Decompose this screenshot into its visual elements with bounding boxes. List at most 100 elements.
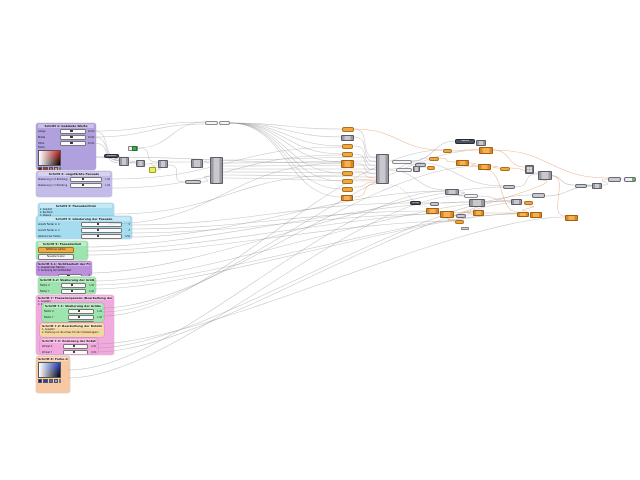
slider-grip[interactable] [70,130,73,133]
slider-track[interactable] [67,315,94,320]
gh-pillw-component[interactable] [392,160,412,164]
gh-block-component[interactable] [158,160,168,168]
slider-grip[interactable] [70,142,73,145]
slider-track[interactable] [81,222,122,227]
colour-swatch[interactable] [38,167,43,170]
colour-gradient[interactable] [38,362,61,378]
gh-block-component[interactable] [341,135,354,141]
gh-block-component[interactable] [445,189,459,195]
gh-orange-component[interactable] [479,147,493,154]
slider-track[interactable] [81,228,122,233]
gh-block-component[interactable] [469,199,485,207]
gh-orangepill-component[interactable] [342,144,353,149]
gh-block-component[interactable] [210,157,223,184]
gh-pill-component[interactable] [532,193,545,198]
gh-pill-component[interactable] [430,202,439,206]
group-box[interactable]: Schritt 6.1: Sichtbarkeit der Flächen1. … [36,261,92,276]
group-box[interactable]: Schritt 8: Farbe der Fassade [36,356,70,393]
gh-dark-component[interactable]: Fassade [455,139,475,144]
gh-orange-component[interactable] [341,195,353,201]
gh-square-component[interactable] [525,165,534,174]
gh-orangepill-component[interactable] [500,167,510,171]
colour-swatch[interactable] [48,167,53,170]
colour-swatch[interactable] [43,167,48,170]
gh-orangepill-component[interactable] [342,171,353,176]
slider-track[interactable] [67,309,94,314]
slider-grip[interactable] [77,316,81,319]
colour-picker[interactable] [38,150,61,170]
gh-orangepill-component[interactable] [342,152,353,157]
gh-block-component[interactable] [538,171,552,180]
slider-grip[interactable] [77,310,81,313]
number-slider[interactable]: Faktor Z1.00 [44,321,102,322]
gh-orange-component[interactable] [456,160,469,166]
slider-track[interactable] [69,177,102,182]
gh-pillw-component[interactable] [464,194,478,198]
gh-block-component[interactable] [191,159,203,168]
number-slider[interactable]: 0 [38,273,90,276]
gh-pillw-component[interactable] [205,121,218,125]
gh-orange-component[interactable] [478,164,491,170]
gh-pill-component[interactable] [185,180,201,184]
slider-grip[interactable] [70,284,74,287]
gh-tag-component[interactable] [461,227,469,230]
gh-orange-component[interactable] [565,215,578,221]
gh-block-component[interactable] [376,154,389,184]
gh-orangepill-component[interactable] [443,149,452,153]
colour-swatch[interactable] [53,167,59,170]
gh-pill-component[interactable] [608,177,621,182]
gh-toggle-component[interactable] [128,146,138,151]
slider-grip[interactable] [70,136,73,139]
colour-swatch[interactable] [38,378,43,384]
slider-track[interactable] [61,283,86,288]
slider-grip[interactable] [67,274,70,276]
gh-pill-component[interactable] [456,214,466,218]
gh-yellow-component[interactable] [149,167,156,173]
slider-track[interactable] [60,129,86,134]
slider-track[interactable] [69,183,102,188]
gh-block-component[interactable] [592,183,602,189]
gh-orangepill-component[interactable] [455,220,464,224]
gh-pillw-component[interactable] [219,121,230,125]
gh-orangepill-component[interactable] [427,166,435,170]
slider-grip[interactable] [72,351,76,354]
slider-grip[interactable] [72,345,76,348]
gh-orangepill-component[interactable] [429,157,439,161]
slider-grip[interactable] [82,178,85,181]
gh-block-component[interactable] [136,160,145,167]
gh-block-component[interactable] [476,140,486,146]
slider-track[interactable] [63,344,88,349]
slider-track[interactable] [61,289,86,294]
gh-orange-component[interactable] [341,160,354,168]
colour-swatch[interactable] [53,378,59,384]
gh-orange-component[interactable] [517,212,529,217]
gh-block-component[interactable] [511,199,522,205]
gh-pill-component[interactable] [503,185,515,189]
param-pill[interactable]: Fassadenmuster [38,253,74,260]
colour-picker[interactable] [38,362,61,384]
gh-pillw-component[interactable] [396,168,412,172]
gh-dark-component[interactable]: Achse [410,201,421,205]
slider-grip[interactable] [97,235,100,238]
gh-orange-component[interactable] [530,212,542,218]
gh-orangepill-component[interactable] [342,179,353,184]
slider-grip[interactable] [97,223,100,226]
gh-pillg-component[interactable] [624,177,636,182]
